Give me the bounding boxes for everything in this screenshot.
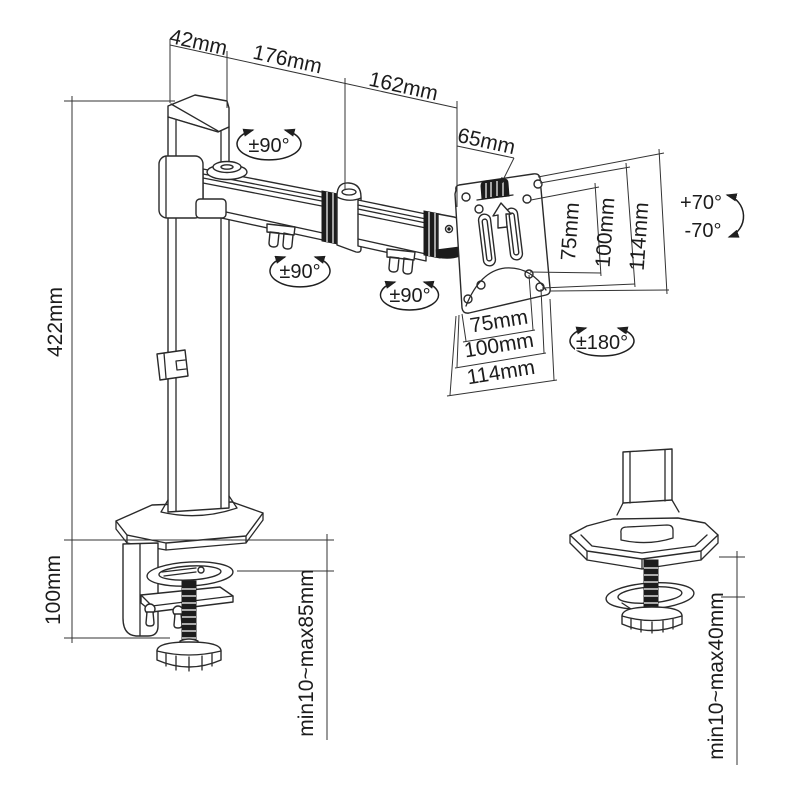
head-joint [423, 210, 461, 259]
rotation-arrow-icon [269, 255, 331, 288]
rotation-annotations: ±90° ±90° ±90° ±180° +70° -70° [236, 128, 745, 357]
grommet-pole [616, 448, 680, 544]
desk-clamp [122, 542, 234, 672]
swivel-pole-label: ±90° [248, 135, 289, 157]
clamp-knob [156, 641, 222, 672]
arm-cable-clip-1 [266, 223, 296, 250]
rotation-arrow-icon [236, 128, 302, 161]
dim-arm-segment-outer: 162mm [367, 68, 440, 106]
dim-grommet-thickness-range: min10~max40mm [705, 592, 728, 759]
grommet-threaded-rod [643, 559, 659, 613]
dim-vesa-vert-75: 75mm [557, 202, 584, 262]
dim-clamp-height: 100mm [42, 555, 65, 625]
arm-segment-2 [357, 199, 427, 262]
dim-vesa-vert-114: 114mm [626, 202, 654, 272]
vesa-plate [454, 173, 551, 314]
dim-vesa-vert-100: 100mm [592, 197, 620, 268]
swivel-elbow-annotation: ±90° [269, 255, 331, 288]
tilt-up-label: +70° [680, 192, 722, 214]
arm-cable-clip-2 [386, 248, 416, 275]
screen-rotation-annotation: ±180° [569, 326, 635, 357]
clamp-keyholes [144, 603, 184, 629]
tilt-arrow-icon [725, 193, 745, 238]
tilt-down-label: -70° [685, 220, 722, 242]
arm [158, 155, 461, 275]
pole-cable-clip [156, 349, 189, 381]
swivel-head-label: ±90° [389, 285, 430, 307]
swivel-head-annotation: ±90° [379, 280, 440, 311]
grommet-base [569, 448, 719, 634]
dimension-lines [64, 39, 745, 765]
dim-vesa-offset: 65mm [455, 124, 517, 159]
swivel-pole-annotation: ±90° [236, 128, 302, 161]
elbow-joint [321, 182, 362, 253]
up-arrow-icon [492, 202, 512, 229]
vesa-slots [477, 207, 524, 267]
tilt-annotation: +70° -70° [679, 191, 745, 244]
dim-pole-height: 422mm [44, 287, 67, 357]
dimension-labels: 42mm 176mm 162mm 65mm 422mm 100mm min10~… [42, 25, 728, 760]
dim-arm-segment-inner: 176mm [251, 41, 324, 79]
screen-rotation-label: ±180° [576, 332, 628, 354]
pole-hinge-bracket [158, 155, 248, 219]
dim-clamp-thickness-range: min10~max85mm [295, 569, 318, 736]
swivel-elbow-label: ±90° [279, 261, 320, 283]
grommet-knob [621, 606, 683, 634]
rotation-arrow-icon [569, 326, 635, 357]
clamp-threaded-rod [181, 580, 197, 644]
dim-pole-top-width: 42mm [167, 25, 229, 60]
clamp-desk-plate [115, 501, 264, 551]
rotation-arrow-icon [379, 280, 440, 311]
